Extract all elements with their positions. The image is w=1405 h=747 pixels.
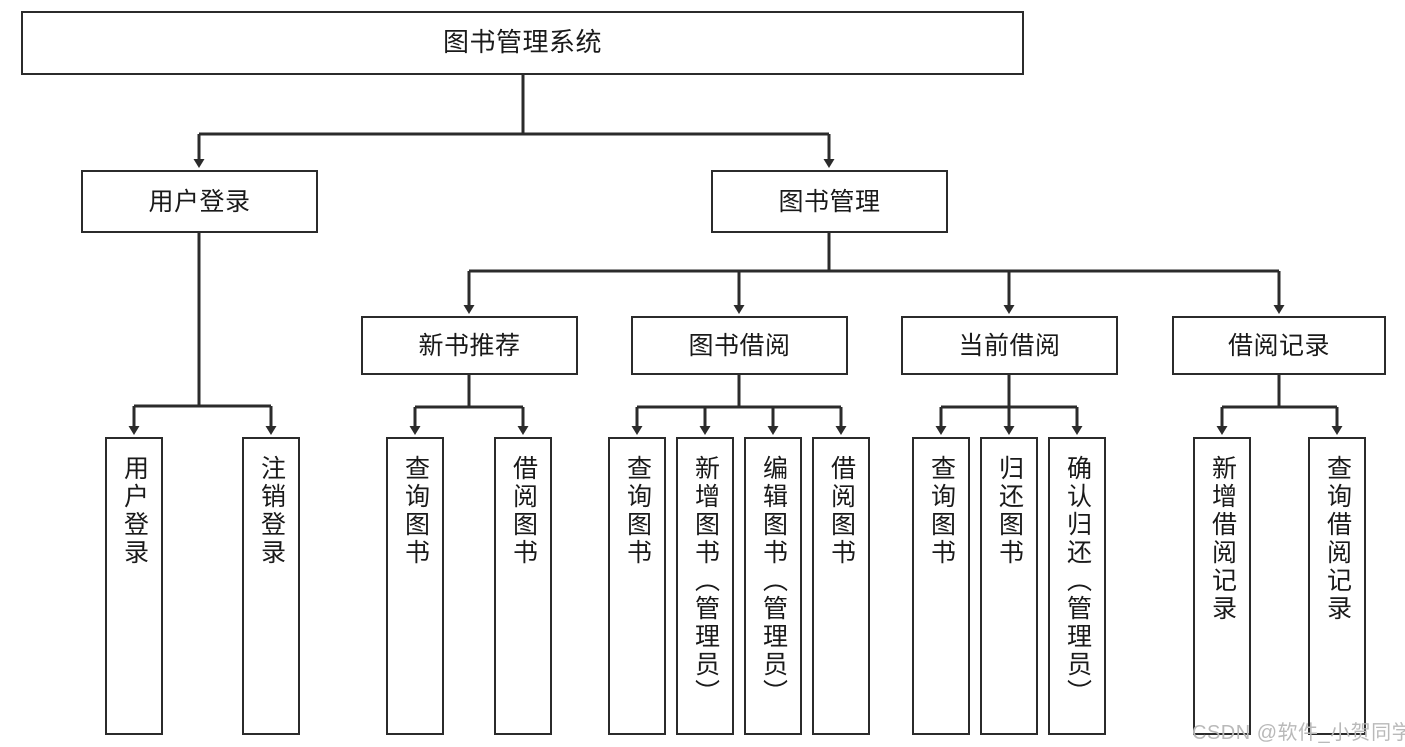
leaf-edit-book-admin[interactable]: 编辑图书（管理员） (744, 437, 802, 735)
leaf-query-book-borrow[interactable]: 查询图书 (608, 437, 666, 735)
node-borrow-record[interactable]: 借阅记录 (1172, 316, 1386, 375)
node-label: 借阅图书 (827, 455, 856, 567)
node-label: 确认归还（管理员） (1063, 455, 1092, 707)
node-label: 查询图书 (623, 455, 652, 567)
node-label: 借阅记录 (1227, 331, 1330, 360)
node-label: 用户登录 (148, 187, 251, 216)
leaf-add-borrow-record[interactable]: 新增借阅记录 (1193, 437, 1251, 735)
node-label: 借阅图书 (509, 455, 538, 567)
node-label: 当前借阅 (958, 331, 1061, 360)
node-label: 图书管理 (778, 187, 881, 216)
leaf-query-book-recommend[interactable]: 查询图书 (386, 437, 444, 735)
leaf-confirm-return-admin[interactable]: 确认归还（管理员） (1048, 437, 1106, 735)
node-book-management[interactable]: 图书管理 (711, 170, 948, 233)
node-root-book-management-system[interactable]: 图书管理系统 (21, 11, 1024, 75)
leaf-borrow-book-recommend[interactable]: 借阅图书 (494, 437, 552, 735)
node-label: 图书管理系统 (442, 27, 602, 58)
node-label: 新书推荐 (418, 331, 521, 360)
node-new-book-recommend[interactable]: 新书推荐 (361, 316, 578, 375)
node-label: 图书借阅 (688, 331, 791, 360)
node-label: 查询图书 (927, 455, 956, 567)
node-label: 新增图书（管理员） (691, 455, 720, 707)
leaf-user-login[interactable]: 用户登录 (105, 437, 163, 735)
leaf-query-book-current[interactable]: 查询图书 (912, 437, 970, 735)
node-user-login[interactable]: 用户登录 (81, 170, 318, 233)
node-book-borrow[interactable]: 图书借阅 (631, 316, 848, 375)
leaf-query-borrow-record[interactable]: 查询借阅记录 (1308, 437, 1366, 735)
csdn-watermark: CSDN @软件_小贺同学 (1192, 722, 1405, 744)
node-label: 用户登录 (120, 455, 149, 567)
node-label: 编辑图书（管理员） (759, 455, 788, 707)
node-label: 查询图书 (401, 455, 430, 567)
node-label: 新增借阅记录 (1208, 455, 1237, 623)
node-current-borrow[interactable]: 当前借阅 (901, 316, 1118, 375)
node-label: 归还图书 (995, 455, 1024, 567)
node-label: 查询借阅记录 (1323, 455, 1352, 623)
leaf-logout-login[interactable]: 注销登录 (242, 437, 300, 735)
leaf-borrow-book[interactable]: 借阅图书 (812, 437, 870, 735)
leaf-add-book-admin[interactable]: 新增图书（管理员） (676, 437, 734, 735)
leaf-return-book[interactable]: 归还图书 (980, 437, 1038, 735)
node-label: 注销登录 (257, 455, 286, 567)
